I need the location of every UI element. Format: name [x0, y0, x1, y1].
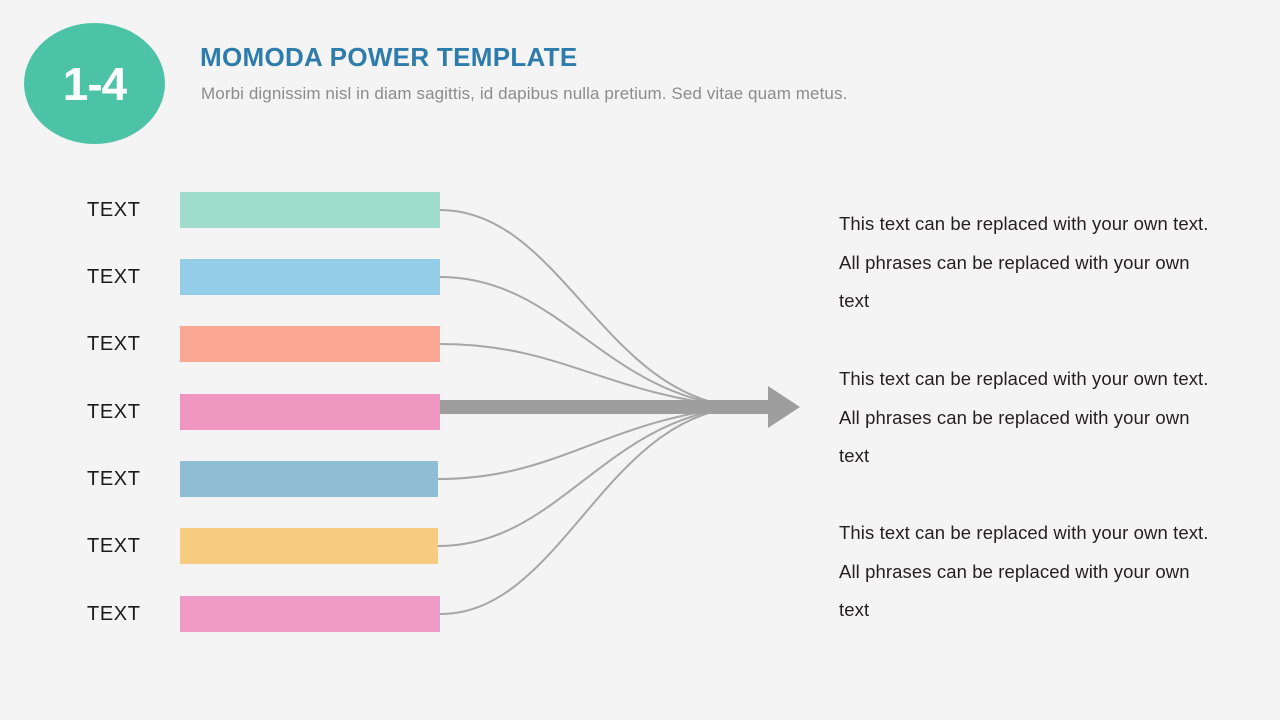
step-badge-label: 1-4 — [62, 57, 127, 110]
bar-row-label: TEXT — [87, 266, 141, 288]
bar-row-swatch[interactable] — [180, 528, 438, 564]
description-paragraph: This text can be replaced with your own … — [839, 522, 1209, 620]
connector-curve — [439, 406, 738, 615]
bar-row-swatch[interactable] — [180, 326, 440, 362]
connector-curve — [437, 406, 738, 480]
convergence-arrow — [440, 386, 800, 428]
page-subtitle: Morbi dignissim nisl in diam sagittis, i… — [201, 84, 848, 103]
bar-row-swatch[interactable] — [180, 192, 440, 228]
connector-curve — [437, 406, 738, 547]
bar-row-swatch[interactable] — [180, 394, 440, 430]
bar-row-label: TEXT — [87, 401, 141, 423]
bar-row-swatch[interactable] — [180, 259, 440, 295]
bar-row-label: TEXT — [87, 603, 141, 625]
description-paragraph: This text can be replaced with your own … — [839, 213, 1209, 311]
bar-row-swatch[interactable] — [180, 461, 438, 497]
page-title: MOMODA POWER TEMPLATE — [200, 42, 578, 72]
bar-row-label: TEXT — [87, 468, 141, 490]
connector-curve — [439, 343, 738, 408]
step-badge: 1-4 — [24, 23, 165, 144]
bar-row-label: TEXT — [87, 199, 141, 221]
connector-curve — [439, 276, 738, 408]
description-paragraph: This text can be replaced with your own … — [839, 368, 1209, 466]
bar-row-swatch[interactable] — [180, 596, 440, 632]
connector-curve — [439, 209, 738, 408]
bar-row-label: TEXT — [87, 535, 141, 557]
bar-row-label: TEXT — [87, 333, 141, 355]
